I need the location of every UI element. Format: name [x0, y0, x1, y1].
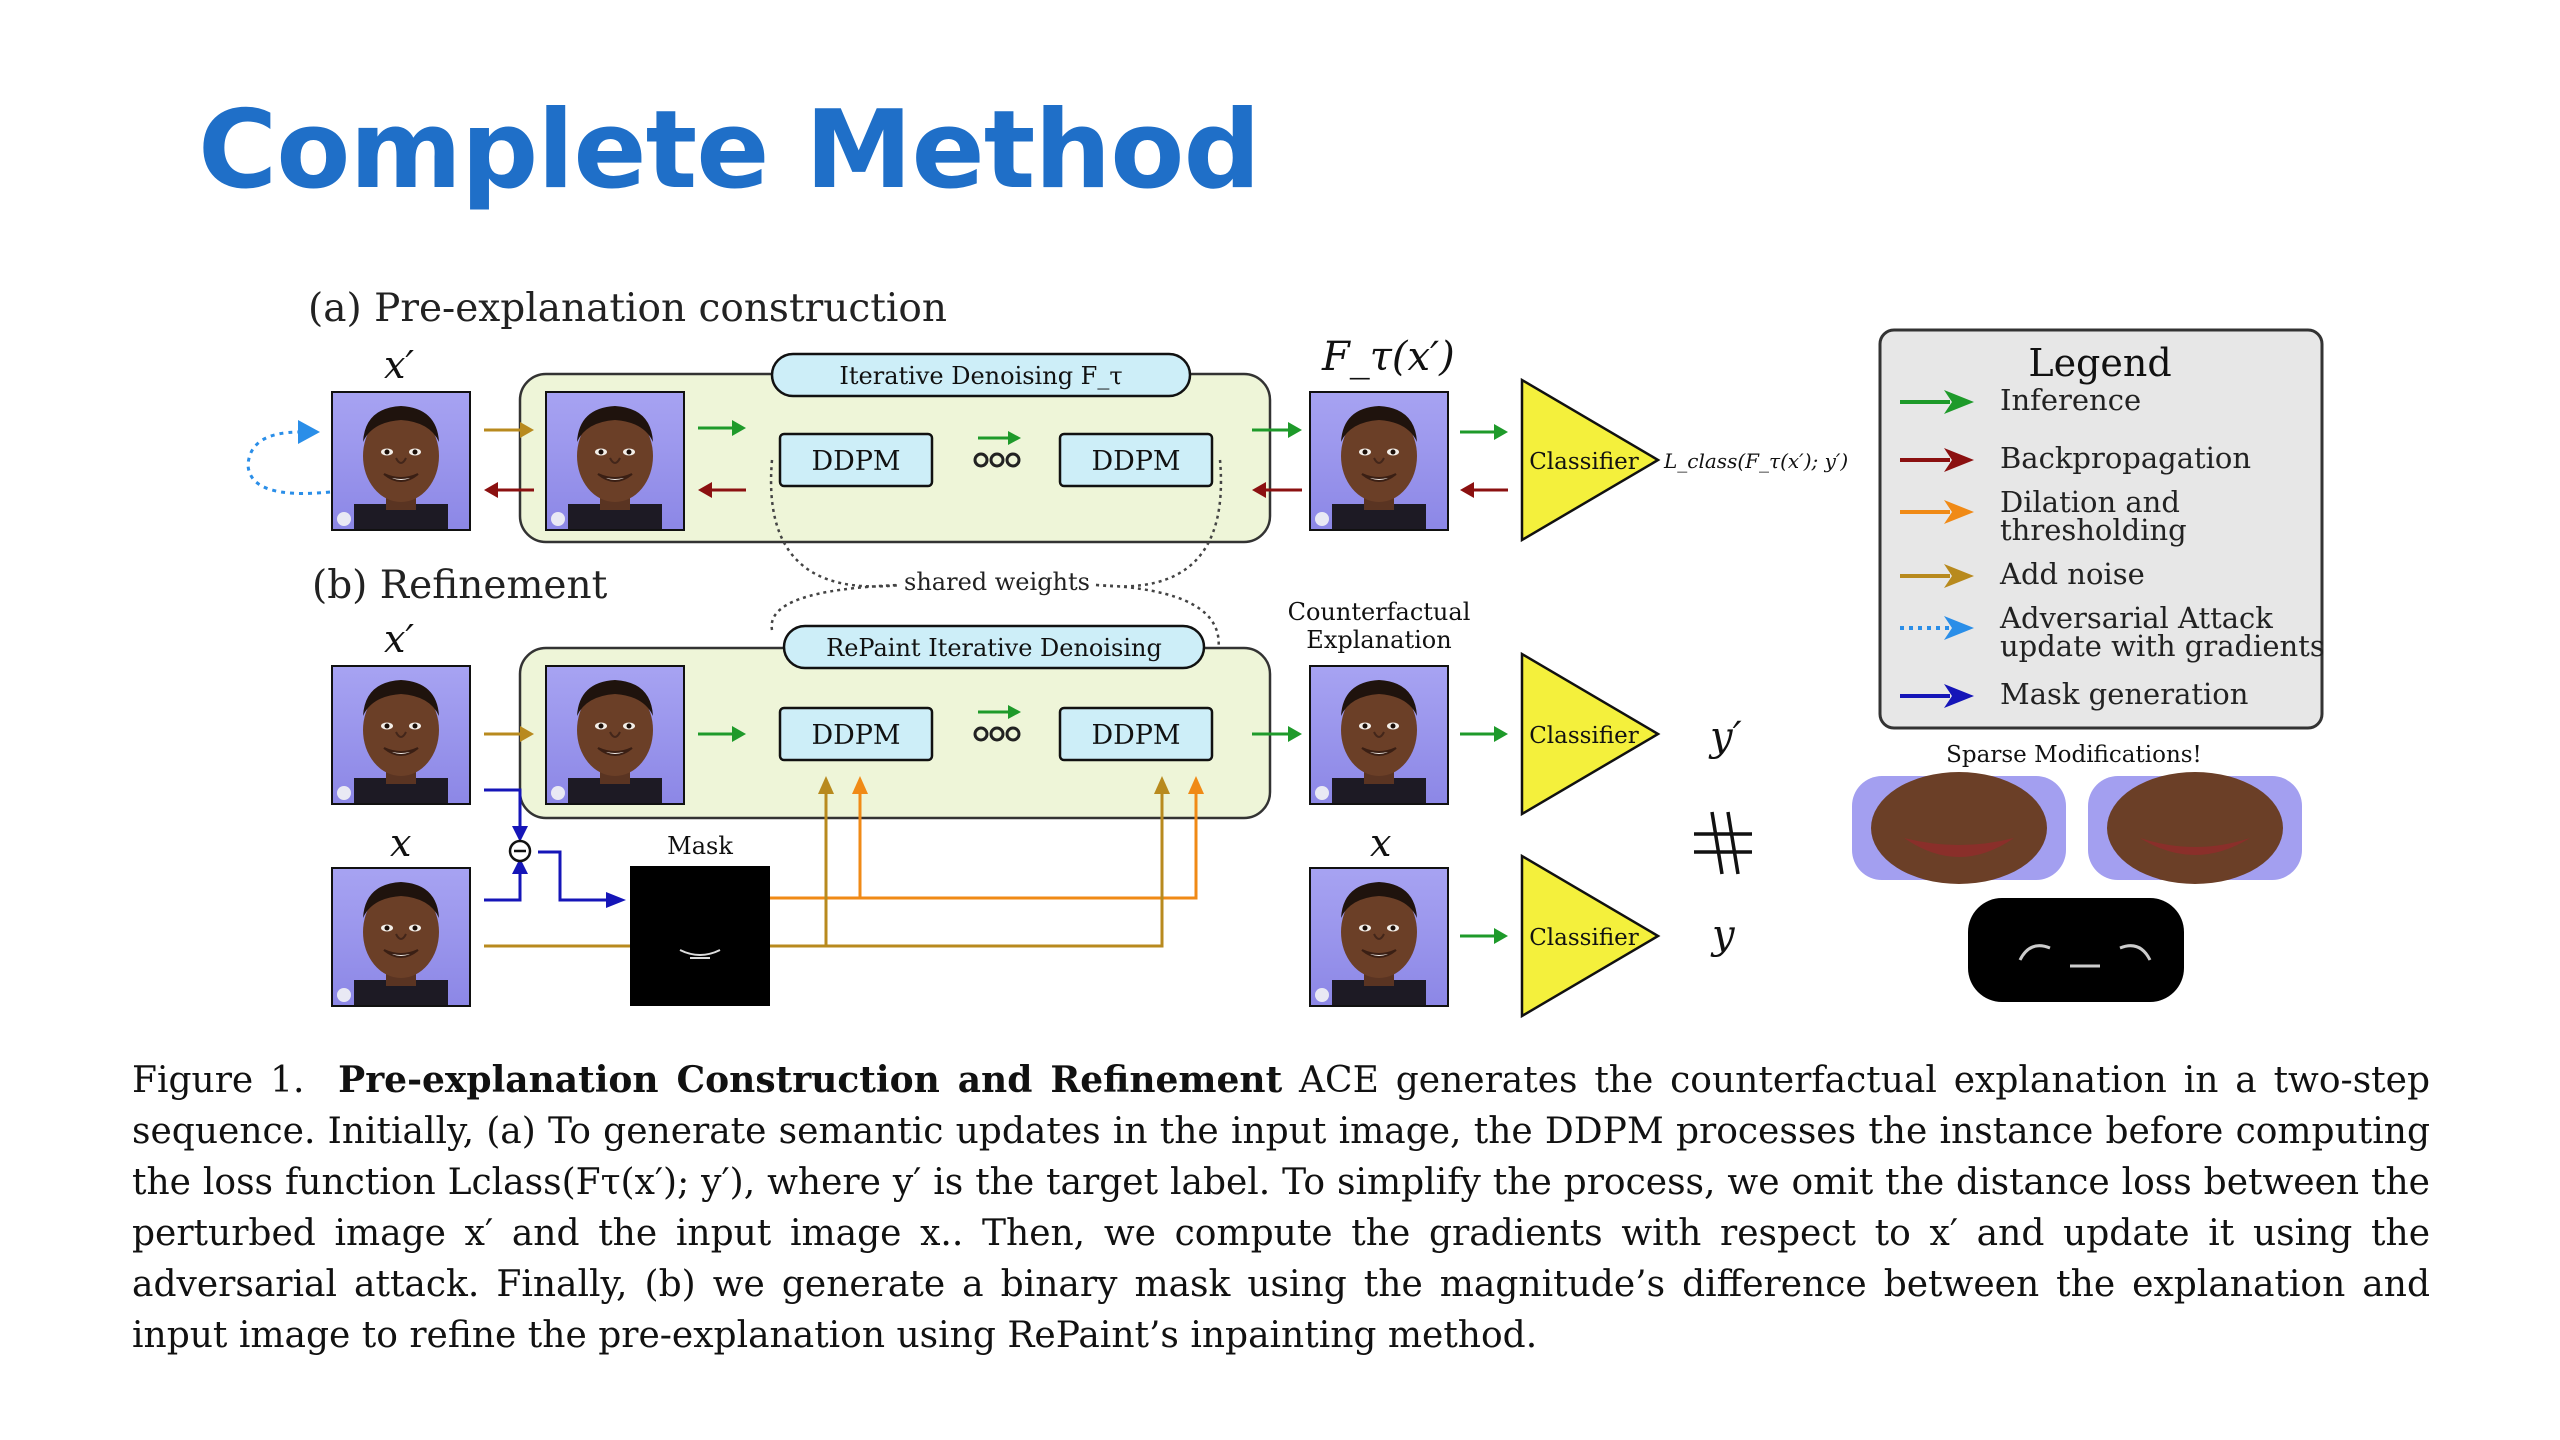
classifier-b-label: Classifier: [1529, 723, 1639, 749]
ddpm-b1-label: DDPM: [811, 720, 900, 751]
label-xprime-top: x′: [384, 343, 414, 387]
mask-arrowhead-1: [512, 826, 528, 842]
sparse-label: Sparse Modifications!: [1946, 742, 2202, 768]
arrows-mid-row: [484, 705, 1508, 742]
legend-label-1: Backpropagation: [2000, 441, 2251, 475]
dilation-arrowhead-1: [852, 776, 868, 794]
section-b-title: (b) Refinement: [312, 563, 608, 608]
ddpm-a2-label: DDPM: [1091, 446, 1180, 477]
adversarial-arrowhead: [298, 420, 320, 444]
label-y: y: [1710, 912, 1736, 958]
ddpm-b2-label: DDPM: [1091, 720, 1180, 751]
face-xprime-top: [331, 391, 471, 531]
sparse-mask: [1968, 898, 2184, 1002]
slide-title: Complete Method: [198, 88, 1261, 213]
legend-arrowhead-4: [1944, 616, 1974, 640]
noise-lines: [484, 790, 1164, 948]
mask-image: [630, 866, 770, 1006]
legend-label-3: Add noise: [1999, 557, 2145, 591]
figure-caption: Figure 1. Pre-explanation Construction a…: [132, 1055, 2430, 1361]
explanation-label: Explanation: [1306, 626, 1451, 654]
face-xprime-mid: [331, 665, 471, 805]
ddpm-dots-b: [973, 726, 1021, 742]
legend-arrowhead-3: [1944, 564, 1974, 588]
face-x-bottom: [331, 867, 471, 1007]
arrow-bottom-right: [1460, 928, 1508, 944]
mask-white-spots: [679, 949, 721, 959]
mask-arrowhead-3: [606, 892, 626, 908]
iterative-denoising-label-box: [770, 352, 1192, 398]
label-x-bottom-right: x: [1370, 821, 1391, 865]
counterfactual-label: Counterfactual: [1288, 598, 1471, 626]
sparse-mouth-1: [1852, 772, 2066, 884]
mask-label: Mask: [667, 832, 733, 860]
face-f-tau: [1309, 391, 1449, 531]
caption-text: ACE generates the counterfactual explana…: [132, 1060, 2430, 1356]
classifier-b: [1520, 651, 1661, 817]
caption-bold-title: Pre-explanation Construction and Refinem…: [338, 1059, 1283, 1101]
iterative-denoising-label: Iterative Denoising F_τ: [839, 362, 1122, 390]
label-xprime-mid: x′: [384, 617, 414, 661]
legend-label-0: Inference: [2000, 383, 2141, 417]
face-noised-mid: [545, 665, 685, 805]
section-a-title: (a) Pre-explanation construction: [308, 286, 947, 331]
classifier-a-label: Classifier: [1529, 449, 1639, 475]
dilation-arrowhead-2: [1188, 776, 1204, 794]
mask-arrowhead-2: [512, 858, 528, 874]
loss-label: L_class(F_τ(x′); y′): [1663, 449, 1848, 473]
face-x-bottom-right: [1309, 867, 1449, 1007]
shared-weights-label: shared weights: [904, 568, 1090, 596]
classifier-c: [1520, 853, 1661, 1019]
repaint-label: RePaint Iterative Denoising: [826, 634, 1162, 662]
not-equal-symbol: [1694, 811, 1752, 875]
classifier-a: [1520, 377, 1661, 543]
legend-arrowhead-2: [1944, 500, 1974, 524]
legend-box: [1878, 328, 2324, 730]
arrows-top-row: [484, 420, 1508, 498]
caption-figure-label: Figure 1.: [132, 1060, 305, 1101]
noise-arrowhead-2: [1154, 776, 1170, 794]
legend-arrowhead-5: [1944, 684, 1974, 708]
classifier-c-label: Classifier: [1529, 925, 1639, 951]
legend-arrowhead-0: [1944, 390, 1974, 414]
legend-label-5: Mask generation: [2000, 677, 2248, 711]
dilation-lines: [770, 790, 1198, 900]
adversarial-loop-arrow: [246, 430, 331, 495]
noise-arrowhead-1: [818, 776, 834, 794]
shared-weights-line: [769, 459, 1223, 653]
mask-generation-arrows: [484, 788, 608, 902]
legend-label-2: Dilation and: [2000, 485, 2180, 519]
sparse-mouth-2: [2088, 772, 2302, 884]
label-f-tau: F_τ(x′): [1321, 334, 1455, 380]
label-x-bottom: x: [390, 821, 411, 865]
legend-title: Legend: [2028, 341, 2171, 385]
repaint-label-box: [782, 624, 1206, 670]
ddpm-dots-a: [973, 452, 1021, 468]
legend-arrowhead-1: [1944, 448, 1974, 472]
ddpm-a1-label: DDPM: [811, 446, 900, 477]
legend-label-2-line2: thresholding: [2000, 513, 2187, 547]
face-counterfactual: [1309, 665, 1449, 805]
label-yprime: y′: [1708, 714, 1742, 760]
legend-label-4: Adversarial Attack: [1999, 601, 2273, 635]
legend-label-4-line2: update with gradients: [2000, 629, 2325, 663]
face-noised-top: [545, 391, 685, 531]
